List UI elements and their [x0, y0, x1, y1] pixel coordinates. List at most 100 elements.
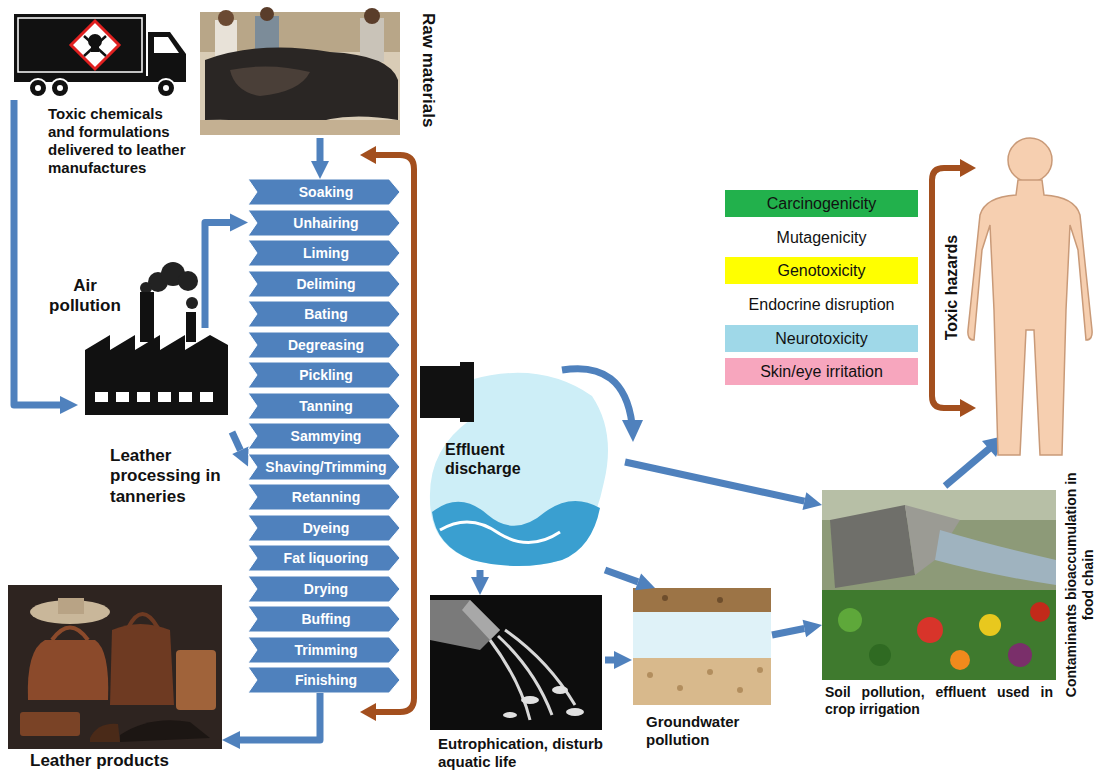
step-label: Finishing [291, 667, 357, 693]
hazard-band: Skin/eye irritation [725, 358, 918, 385]
truck-illustration-part [35, 85, 41, 91]
factory-illustration-part [137, 392, 150, 402]
flow-arrow [232, 432, 249, 467]
process-step: Sammying [248, 423, 400, 449]
hazard-bracket [932, 159, 976, 417]
soil-irrigation-photo-part [1030, 602, 1050, 622]
arrow-line [232, 432, 240, 450]
chevron-outline [248, 423, 400, 449]
raw-hide-photo-part [364, 8, 380, 24]
arrow-head [232, 446, 248, 466]
leather-products-photo-part [110, 624, 174, 705]
aquatic-image-part [521, 696, 539, 704]
caption-text: Eutrophication, disturb aquatic life [438, 735, 603, 771]
annotation-label: Contaminants bioaccumulation in food cha… [1063, 460, 1097, 710]
chevron-outline [248, 271, 400, 297]
leather-products-photo-part [8, 585, 222, 749]
human-figure-part [968, 180, 1092, 455]
tannery-node: Leather processing in tanneries [78, 328, 232, 520]
step-label: Buffing [298, 606, 351, 632]
chevron-outline [248, 240, 400, 266]
effluent-splash-part [440, 522, 560, 543]
truck-illustration-part [51, 79, 69, 97]
human-figure-part [1008, 138, 1052, 182]
hazard-label: Genotoxicity [725, 257, 918, 284]
groundwater-image-part [677, 685, 683, 691]
food-chain-arrow [945, 436, 1004, 486]
chevron-outline [248, 393, 400, 419]
leather-products-photo-part [128, 614, 158, 628]
truck-illustration-part [18, 18, 142, 72]
raw-hide-photo-part [360, 18, 384, 62]
leather-products-photo-part [58, 598, 84, 614]
raw-hide-photo-part [205, 48, 398, 129]
chemical-delivery-node: Toxic chemicals and formulations deliver… [14, 10, 190, 246]
arrow-head [222, 731, 240, 749]
factory-illustration-part [186, 312, 196, 342]
flow-arrow [205, 214, 248, 329]
aquatic-image-part [462, 600, 500, 640]
groundwater-image-part [633, 588, 771, 705]
chevron-outline [248, 362, 400, 388]
leather-products-photo-part [176, 650, 216, 710]
raw-material-node: Raw materials [200, 4, 442, 138]
leather-products-photo [8, 585, 222, 749]
arrow-line [205, 223, 230, 329]
chevron-outline [248, 545, 400, 571]
process-loop-bracket-part [360, 703, 376, 721]
step-label: Shaving/Trimming [261, 454, 386, 480]
truck-illustration-part [57, 85, 63, 91]
groundwater-image-part [662, 595, 668, 601]
process-step: Bating [248, 301, 400, 327]
product-node: Leather products [8, 585, 222, 776]
truck-illustration-part [29, 79, 47, 97]
process-step: Drying [248, 576, 400, 602]
factory-illustration-part [158, 392, 171, 402]
aquatic-node: Eutrophication, disturb aquatic life [430, 595, 605, 776]
hazard-bracket-part [960, 399, 976, 417]
raw-hide-photo-part [260, 7, 274, 21]
caption-text: Leather products [30, 751, 220, 771]
soil-node: Soil pollution, effluent used in crop ir… [822, 488, 1056, 720]
soil-irrigation-photo-part [1008, 643, 1032, 667]
flow-arrow [605, 570, 655, 590]
hazard-label: Endocrine disruption [725, 291, 918, 318]
label-holder: Toxic hazards [887, 278, 1017, 297]
effluent-splash-part [562, 369, 632, 424]
hazard-band: Genotoxicity [725, 257, 918, 284]
arrow-line [625, 462, 804, 501]
truck-illustration-part [163, 85, 169, 91]
arrow-head [614, 651, 632, 669]
chevron-outline [248, 179, 400, 205]
aquatic-image-part [503, 712, 517, 718]
arrow-head [471, 577, 489, 595]
step-label: Bating [300, 301, 348, 327]
soil-irrigation-photo-part [822, 590, 1056, 680]
arrow-line [477, 570, 484, 577]
process-step: Degreasing [248, 332, 400, 358]
factory-illustration-part [95, 392, 108, 402]
soil-irrigation-photo-part [822, 490, 1056, 590]
human-figure [968, 138, 1092, 455]
raw-hide-photo-part [200, 12, 400, 135]
groundwater-image-part [707, 669, 713, 675]
aquatic-image [430, 595, 602, 730]
annotation-label: Toxic hazards [942, 222, 961, 352]
caption-text: Effluent discharge [445, 440, 540, 478]
leather-products-photo-part [20, 712, 80, 736]
arrow-line [605, 657, 614, 664]
chevron-outline [248, 576, 400, 602]
factory-illustration-part [85, 335, 228, 415]
hazard-label: Neurotoxicity [725, 325, 918, 352]
chevron-outline [248, 301, 400, 327]
chevron-outline [248, 210, 400, 236]
aquatic-image-part [490, 630, 575, 720]
step-label: Tanning [295, 393, 352, 419]
process-step: Trimming [248, 637, 400, 663]
step-label: Liming [299, 240, 349, 266]
step-label: Deliming [292, 271, 355, 297]
raw-hide-photo [200, 7, 400, 135]
arrow-head [311, 161, 329, 179]
aquatic-image-part [430, 595, 602, 730]
